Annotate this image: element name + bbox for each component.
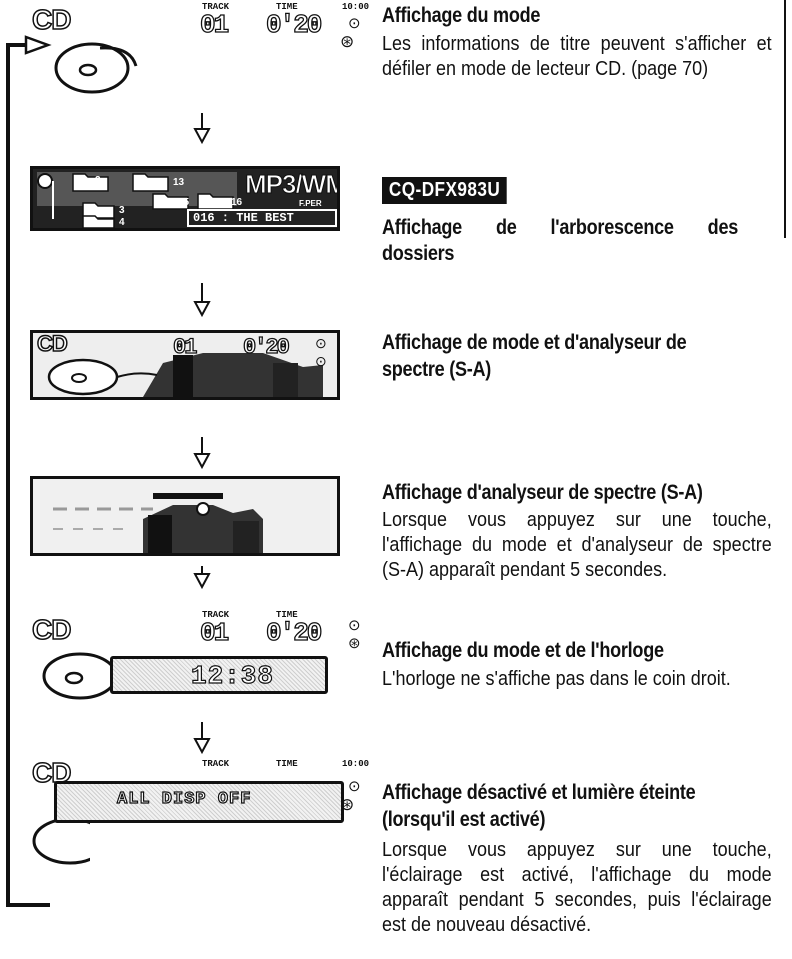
track-number: 01	[172, 334, 198, 360]
clock: 10:00	[342, 2, 370, 12]
folder-number-d: 16	[231, 197, 243, 208]
display-all-off: CD TRACK TIME 10:00 ⊙ ⊛ ALL DISP OFF	[30, 756, 370, 867]
track-number: 01	[199, 9, 230, 40]
time-label: TIME	[276, 610, 298, 620]
section-6-body: Lorsque vous appuyez sur une touche, l'é…	[382, 839, 772, 936]
section-1-body: Les informations de titre peuvent s'affi…	[382, 33, 772, 80]
disc-icon	[42, 652, 118, 700]
time-label: TIME	[276, 2, 298, 12]
file-name: 016 : THE BEST	[187, 209, 337, 227]
loop-arrow-head	[24, 35, 52, 55]
section-5-body: L'horloge ne s'affiche pas dans le coin …	[382, 668, 731, 690]
folder-number-c: 13	[173, 177, 185, 188]
down-arrow-4	[193, 566, 211, 590]
folder-number-f: 4	[119, 217, 125, 228]
section-6-heading-line-1: Affichage désactivé et lumière éteinte	[382, 781, 696, 804]
display-mode-spectrum: CD 01 0'20 ⊙ ⊙	[30, 330, 340, 400]
cd-logo: CD	[36, 331, 68, 357]
time-value: 0'20	[265, 9, 323, 40]
folder-number-a: 2	[95, 175, 101, 186]
display-mode-1: CD TRACK 01 TIME 0'20 10:00 ⊙ ⊛	[30, 0, 370, 105]
display-folder-tree: 2 13 15 16 3 4 MP3/WMA F.PER 016 : THE B…	[30, 166, 340, 231]
section-3-heading-line-2: spectre (S-A)	[382, 358, 492, 381]
all-off-bar: ALL DISP OFF	[54, 781, 344, 823]
clock-bar: 12:38	[110, 656, 328, 694]
random-icon: ⊛	[348, 635, 361, 652]
track-label: TRACK	[202, 610, 230, 620]
folder-label: F.PER	[299, 199, 322, 208]
clock-readout: 12:38	[190, 660, 275, 691]
cd-logo: CD	[31, 3, 72, 36]
section-4-heading: Affichage d'analyseur de spectre (S-A)	[382, 481, 703, 504]
section-4-body: Lorsque vous appuyez sur une touche, l'a…	[382, 509, 772, 581]
disc-icon	[54, 42, 138, 94]
folder-number-e: 3	[119, 205, 125, 216]
section-5-heading: Affichage du mode et de l'horloge	[382, 639, 664, 662]
random-icon: ⊙	[315, 353, 327, 369]
display-spectrum-analyzer	[30, 476, 340, 556]
display-mode-clock: CD TRACK 01 TIME 0'20 ⊙ ⊛ 12:38	[30, 600, 370, 710]
mp3-wma-title: MP3/WMA	[245, 169, 337, 200]
repeat-icon: ⊙	[348, 15, 361, 32]
time-value: 0'20	[242, 334, 290, 360]
down-arrow-2	[193, 283, 211, 318]
time-value: 0'20	[265, 617, 323, 648]
section-1-heading: Affichage du mode	[382, 4, 541, 27]
all-off-message: ALL DISP OFF	[116, 789, 252, 809]
track-label: TRACK	[202, 2, 230, 12]
folder-number-b: 15	[178, 197, 190, 208]
cd-logo: CD	[31, 613, 72, 646]
repeat-icon: ⊙	[315, 335, 327, 351]
down-arrow-1	[193, 113, 211, 145]
section-6-heading-line-2: (lorsqu'il est activé)	[382, 808, 546, 831]
section-2-heading: Affichage de l'arborescence des	[382, 216, 786, 240]
section-2-heading-line-1: Affichage de l'arborescence des	[382, 216, 739, 239]
down-arrow-3	[193, 437, 211, 470]
track-number: 01	[199, 617, 230, 648]
time-label: TIME	[276, 759, 298, 769]
section-2-heading-line-2: dossiers	[382, 242, 455, 265]
down-arrow-5	[193, 722, 211, 755]
random-icon: ⊛	[340, 32, 355, 51]
repeat-icon: ⊙	[348, 778, 361, 795]
model-badge: CQ-DFX983U	[382, 177, 508, 204]
section-3-heading-line-1: Affichage de mode et d'analyseur de	[382, 331, 687, 354]
repeat-icon: ⊙	[348, 617, 361, 634]
track-label: TRACK	[202, 759, 230, 769]
clock: 10:00	[342, 759, 370, 769]
